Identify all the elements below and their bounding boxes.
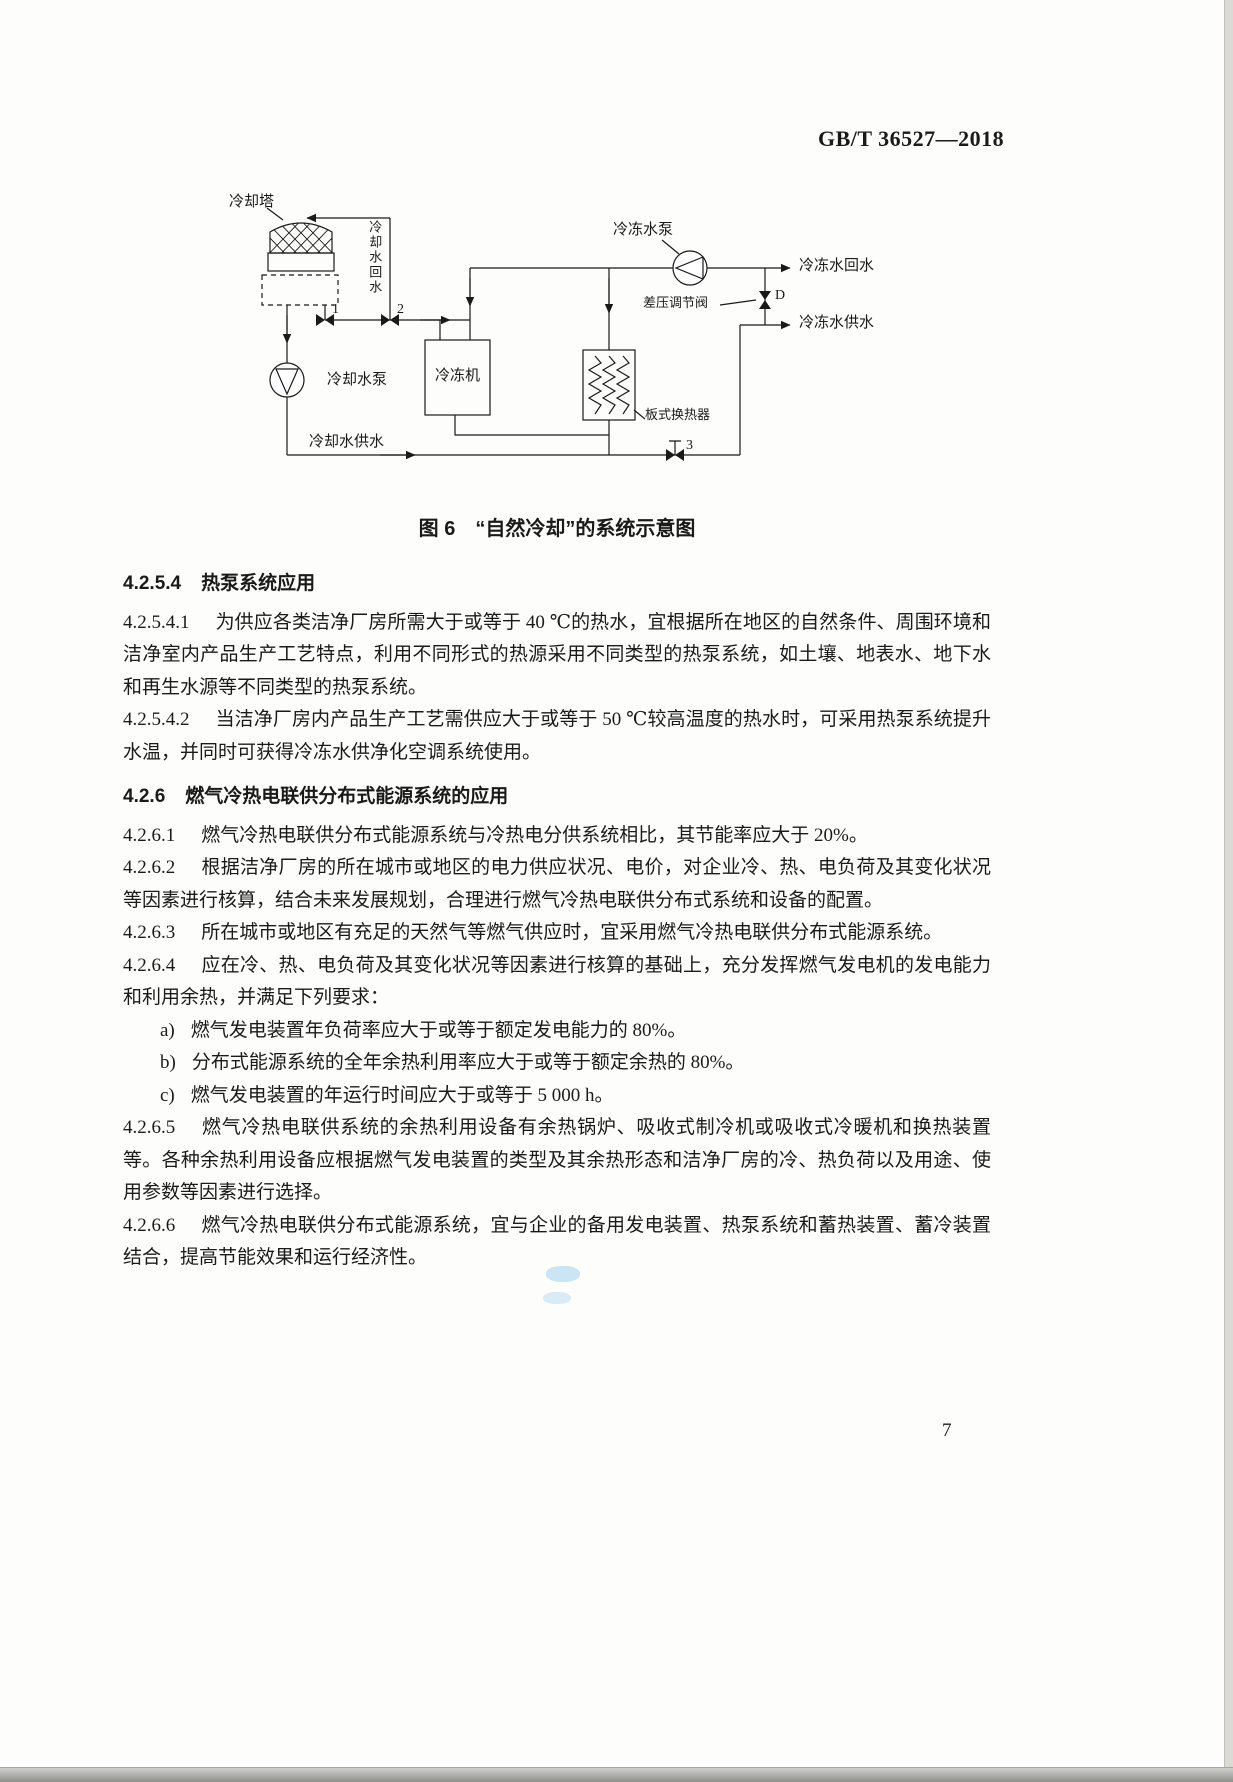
figure-6-caption: 图 6 “自然冷却”的系统示意图 (418, 518, 696, 540)
list-item-b: b) 分布式能源系统的全年余热利用率应大于或等于额定余热的 80%。 (123, 1047, 991, 1080)
clause-text: 所在城市或地区有充足的天然气等燃气供应时，宜采用燃气冷热电联供分布式能源系统。 (201, 922, 943, 943)
clause-4-2-6-3: 4.2.6.3 所在城市或地区有充足的天然气等燃气供应时，宜采用燃气冷热电联供分布… (123, 917, 991, 950)
clause-text: 为供应各类洁净厂房所需大于或等于 40 ℃的热水，宜根据所在地区的自然条件、周围… (123, 611, 991, 698)
clause-number: 4.2.6.6 (123, 1214, 176, 1236)
clause-number: 4.2.6.4 (123, 954, 176, 976)
clause-number: 4.2.5.4.1 (123, 611, 190, 633)
clause-number: 4.2.6.3 (123, 922, 176, 943)
scan-edge-right (1224, 0, 1233, 1782)
list-item-c: c) 燃气发电装置的年运行时间应大于或等于 5 000 h。 (123, 1080, 991, 1113)
scan-edge-bottom (0, 1767, 1233, 1782)
valve3-stem (669, 440, 681, 455)
hx-coil-2 (601, 355, 617, 415)
label-plate-heat-exchanger: 板式换热器 (645, 407, 711, 422)
label-chilled-water-return: 冷冻水回水 (799, 258, 875, 274)
list-text: 燃气发电装置年负荷率应大于或等于额定发电能力的 80%。 (190, 1019, 687, 1041)
hx-coil-3 (615, 355, 631, 415)
standard-code-header: GB/T 36527—2018 (818, 126, 1005, 151)
valve-1-number: 1 (332, 302, 339, 317)
valve-2-symbol (381, 314, 399, 326)
list-item-a: a) 燃气发电装置年负荷率应大于或等于额定发电能力的 80%。 (123, 1015, 991, 1048)
clause-number: 4.2.6.2 (123, 857, 176, 878)
clause-4-2-6-1: 4.2.6.1 燃气冷热电联供分布式能源系统与冷热电分供系统相比，其节能率应大于 … (123, 820, 991, 853)
leader-dp-valve (719, 299, 757, 306)
cooling-tower-dome (269, 222, 333, 254)
leader-cooling-tower (266, 207, 284, 221)
cooling-tower-fill-hatch (270, 223, 332, 253)
valve-d-number: D (775, 288, 786, 303)
clause-text: 燃气冷热电联供分布式能源系统与冷热电分供系统相比，其节能率应大于 20%。 (201, 824, 868, 846)
leader-heat-exchanger (633, 409, 646, 420)
label-cooling-water-return: 冷却水回水 (367, 220, 383, 295)
clause-text: 根据洁净厂房的所在城市或地区的电力供应状况、电价，对企业冷、热、电负荷及其变化状… (123, 857, 991, 911)
pipe-chiller-bottom (454, 415, 609, 436)
label-cooling-water-supply: 冷却水供水 (309, 434, 385, 450)
label-chilled-water-supply: 冷冻水供水 (799, 315, 875, 331)
cooling-water-pump-impeller (275, 368, 299, 396)
valve-1-symbol (316, 314, 334, 326)
clause-text: 燃气冷热电联供系统的余热利用设备有余热锅炉、吸收式制冷机或吸收式冷暖机和换热装置… (123, 1117, 991, 1203)
piping-schematic (261, 207, 791, 461)
scan-artifact-smudge (543, 1292, 571, 1304)
list-text: 分布式能源系统的全年余热利用率应大于或等于额定余热的 80%。 (191, 1052, 745, 1073)
valve-3-number: 3 (686, 438, 693, 453)
valve-2-number: 2 (397, 302, 404, 317)
list-marker: a) (160, 1019, 175, 1041)
leader-chilled-pump (661, 239, 680, 255)
valve-d-symbol (759, 291, 771, 309)
valve-3-symbol (666, 449, 684, 461)
clause-title: 燃气冷热电联供分布式能源系统的应用 (185, 786, 509, 807)
list-marker: c) (160, 1084, 175, 1106)
label-dp-valve: 差压调节阀 (643, 295, 709, 310)
chiller-box (424, 339, 491, 416)
cooling-tower-body (267, 252, 335, 272)
page-number: 7 (942, 1420, 952, 1441)
chilled-water-pump-impeller (674, 256, 704, 280)
clause-title: 热泵系统应用 (201, 573, 316, 594)
clause-text: 当洁净厂房内产品生产工艺需供应大于或等于 50 ℃较高温度的热水时，可采用热泵系… (123, 709, 991, 763)
clause-number: 4.2.5.4.2 (123, 709, 190, 730)
label-cooling-tower: 冷却塔 (229, 194, 275, 210)
label-cooling-water-pump: 冷却水泵 (327, 372, 388, 388)
clause-number: 4.2.5.4 (123, 573, 182, 594)
label-chiller: 冷冻机 (434, 368, 480, 384)
clause-number: 4.2.6.5 (123, 1117, 176, 1138)
cooling-tower-basin (261, 274, 339, 306)
hx-coil-1 (587, 355, 603, 415)
clause-text: 燃气冷热电联供分布式能源系统，宜与企业的备用发电装置、热泵系统和蓄热装置、蓄冷装… (123, 1214, 991, 1269)
scan-artifact-smudge (546, 1266, 580, 1282)
figure-6-diagram: 冷却塔 冷却水回水 冷冻水泵 冷冻水回水 差压调节阀 冷冻水供水 冷却水泵 冷冻… (215, 178, 915, 518)
list-text: 燃气发电装置的年运行时间应大于或等于 5 000 h。 (190, 1084, 614, 1106)
heading-4-2-5-4: 4.2.5.4 热泵系统应用 (123, 568, 991, 601)
label-chilled-water-pump: 冷冻水泵 (613, 222, 674, 238)
clause-number: 4.2.6.1 (123, 824, 176, 846)
list-marker: b) (160, 1052, 176, 1073)
clause-number: 4.2.6 (123, 786, 166, 807)
heading-4-2-6: 4.2.6 燃气冷热电联供分布式能源系统的应用 (123, 781, 991, 814)
clause-text: 应在冷、热、电负荷及其变化状况等因素进行核算的基础上，充分发挥燃气发电机的发电能… (123, 954, 991, 1009)
